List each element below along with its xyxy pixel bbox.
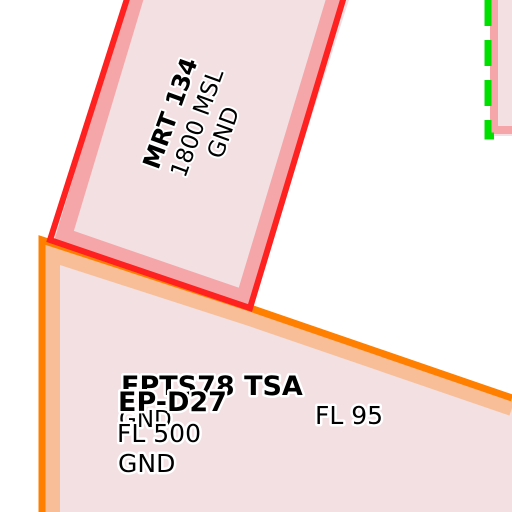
neighbor-zone-border [484, 0, 494, 140]
d27-upper-limit-label: FL 500 [117, 419, 201, 448]
tsa-area-fill [42, 240, 512, 512]
tsa-lower-limit-label: GND [119, 407, 172, 433]
d27-name-label: EP-D27 [118, 387, 227, 418]
mrt-corridor[interactable] [46, 0, 349, 312]
mrt-corridor-border [46, 0, 347, 312]
neighbor-zone[interactable] [484, 0, 512, 140]
neighbor-zone-fill [494, 0, 512, 136]
d27-lower-limit-label: GND [118, 449, 175, 478]
tsa-name-label: EPTS78 TSA [121, 371, 303, 402]
tsa-area-halo [44, 243, 512, 512]
tsa-upper-limit-label: FL 95 [315, 401, 383, 430]
tsa-area[interactable] [38, 235, 512, 512]
mrt-corridor-halo [54, 0, 343, 309]
